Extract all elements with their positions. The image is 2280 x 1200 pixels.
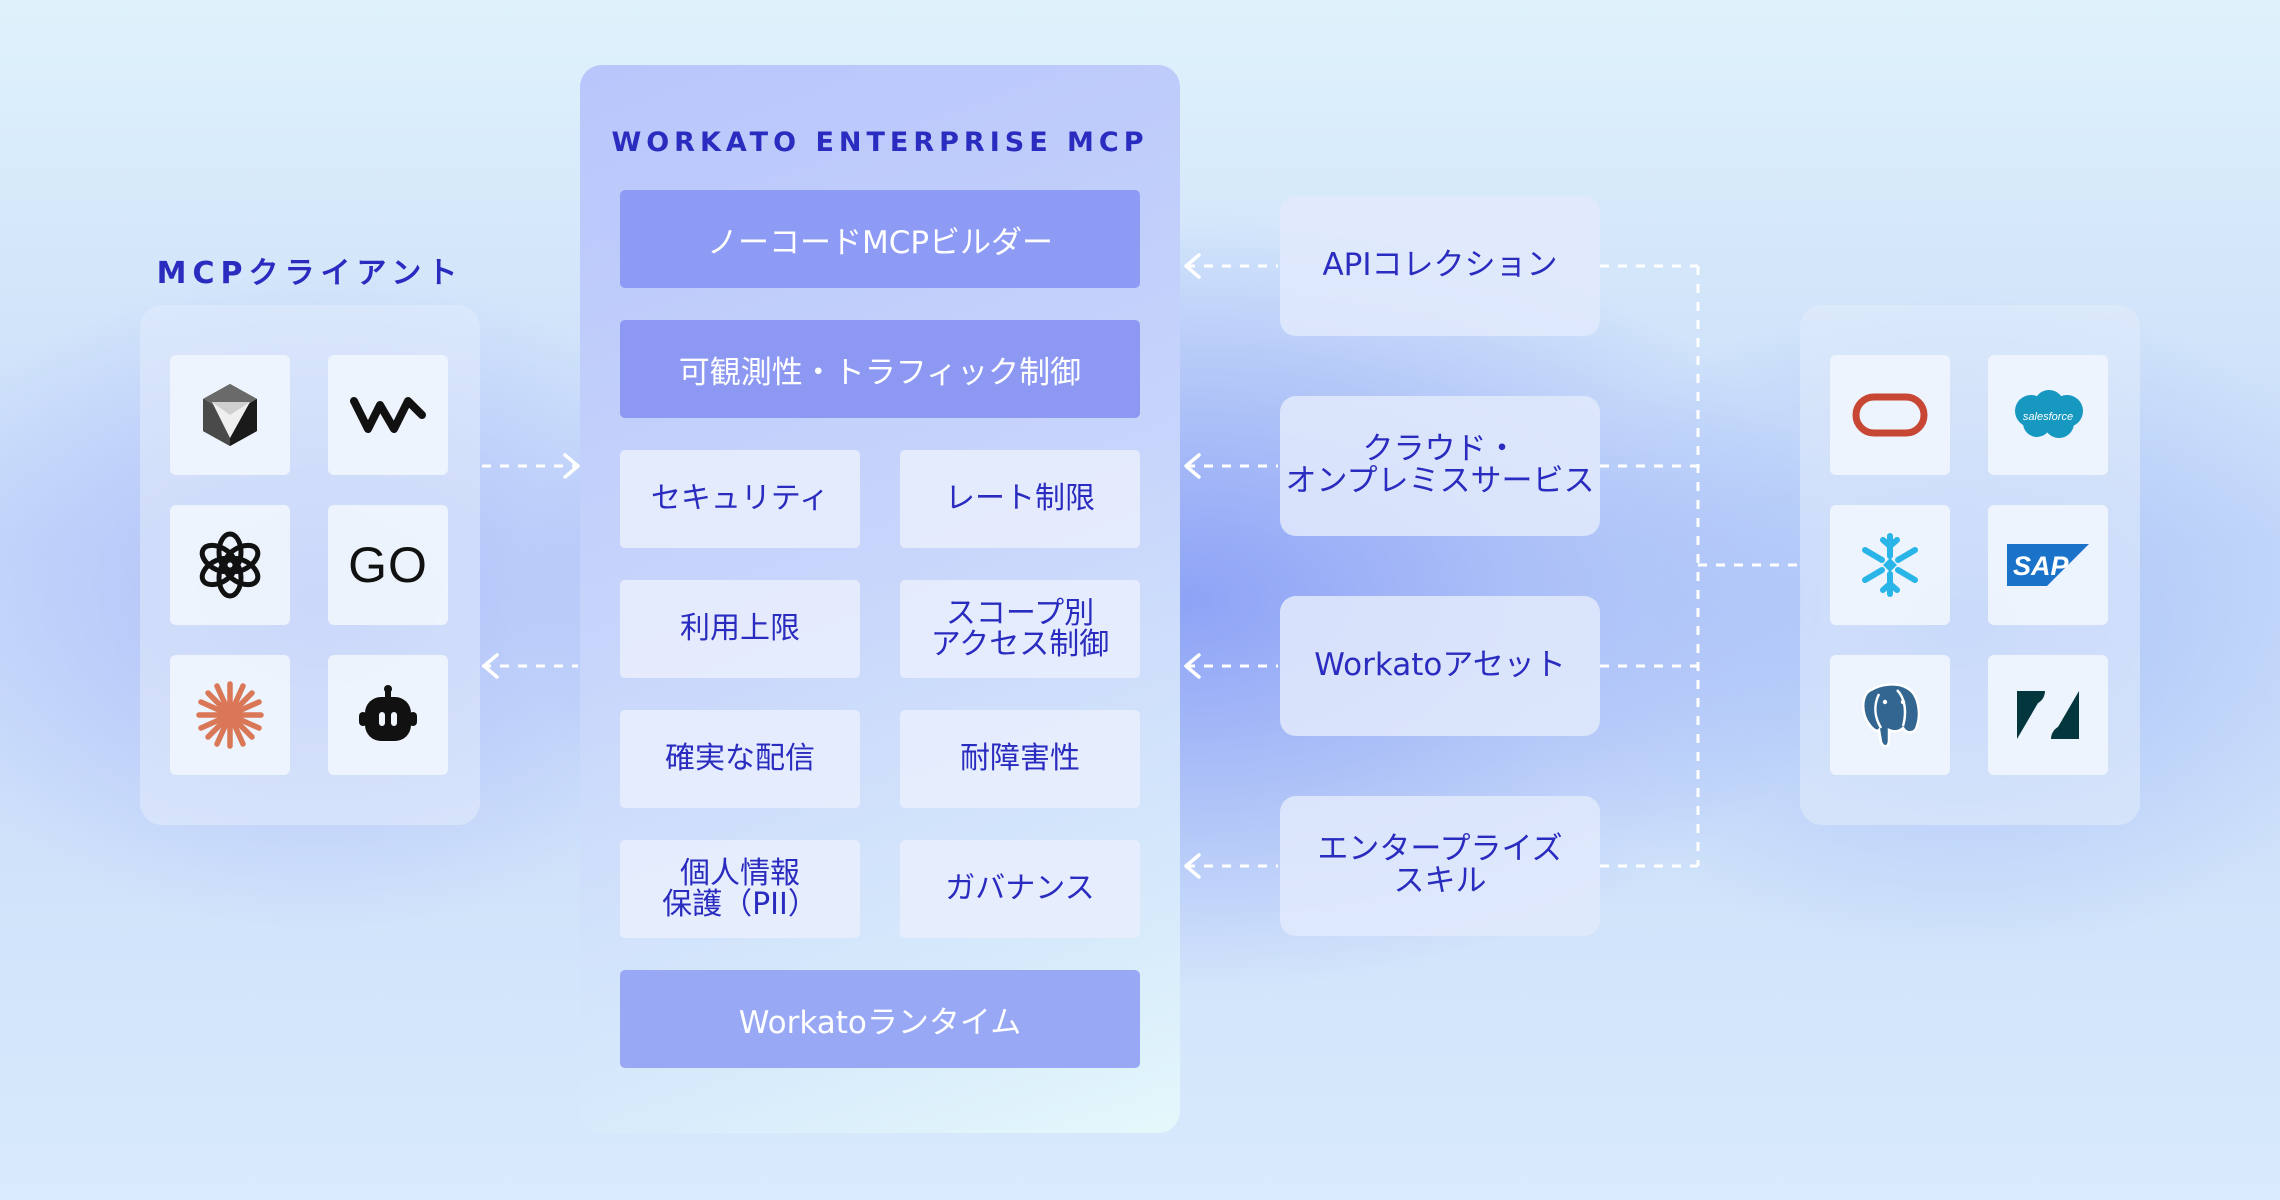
feature-rate-limit: レート制限 <box>900 450 1140 548</box>
salesforce-logo-text: salesforce <box>2023 411 2073 423</box>
app-tile-zendesk <box>1988 655 2108 775</box>
snowflake-logo-icon <box>1862 533 1918 597</box>
builder-box: ノーコードMCPビルダー <box>620 190 1140 288</box>
feature-scoped-access-line1: スコープ別 <box>945 595 1095 631</box>
arrowhead-left <box>482 653 499 679</box>
source-api-collection: APIコレクション <box>1280 196 1600 336</box>
app-tile-salesforce: salesforce <box>1988 355 2108 475</box>
app-tile-sap: SAP <box>1988 505 2108 625</box>
clients-heading: MCPクライアント <box>156 256 464 291</box>
runtime-box: Workatoランタイム <box>620 970 1140 1068</box>
postgresql-logo-icon <box>1862 683 1921 748</box>
bot-logo-icon <box>359 685 417 741</box>
client-tile-openai <box>170 505 290 625</box>
go-logo-icon: GO <box>348 537 428 593</box>
feature-security: セキュリティ <box>620 450 860 548</box>
feature-pii-line1: 個人情報 <box>680 855 800 891</box>
windsurf-logo-icon <box>350 397 426 433</box>
oracle-logo-icon <box>1852 393 1928 437</box>
arrowhead-left <box>1184 853 1201 879</box>
client-tile-bot <box>328 655 448 775</box>
source-enterprise-skills: エンタープライズ スキル <box>1280 796 1600 936</box>
client-tile-cursor <box>170 355 290 475</box>
feature-scoped-access: スコープ別 アクセス制御 <box>900 580 1140 678</box>
source-cloud-onprem: クラウド・ オンプレミスサービス <box>1280 396 1600 536</box>
client-tile-go: GO <box>328 505 448 625</box>
feature-pii-line2: 保護（PII） <box>662 887 818 922</box>
platform-heading: WORKATO ENTERPRISE MCP <box>611 127 1149 158</box>
feature-reliable-delivery: 確実な配信 <box>620 710 860 808</box>
app-tile-postgresql <box>1830 655 1950 775</box>
app-tile-oracle <box>1830 355 1950 475</box>
apps-panel: salesforce SAP <box>1800 305 2140 825</box>
clients-panel: GO <box>140 305 480 825</box>
feature-governance: ガバナンス <box>900 840 1140 938</box>
arrowhead-left <box>1184 253 1201 279</box>
arrowhead-left <box>1184 653 1201 679</box>
feature-usage-limit: 利用上限 <box>620 580 860 678</box>
arrowhead-left <box>1184 453 1201 479</box>
zendesk-logo-icon <box>2017 691 2079 739</box>
client-tile-claude <box>170 655 290 775</box>
cursor-logo-icon <box>203 384 257 446</box>
feature-scoped-access-line2: アクセス制御 <box>930 627 1110 662</box>
client-tile-windsurf <box>328 355 448 475</box>
sap-logo-text: SAP <box>2013 551 2070 581</box>
feature-fault-tolerance: 耐障害性 <box>900 710 1140 808</box>
platform-panel: WORKATO ENTERPRISE MCP ノーコードMCPビルダー 可観測性… <box>580 65 1180 1133</box>
arrowhead-right <box>563 453 580 479</box>
openai-logo-icon <box>199 531 261 599</box>
source-workato-assets: Workatoアセット <box>1280 596 1600 736</box>
feature-pii: 個人情報 保護（PII） <box>620 840 860 938</box>
salesforce-logo-icon: salesforce <box>2015 390 2083 438</box>
claude-logo-icon <box>196 681 264 749</box>
sap-logo-icon: SAP <box>2007 544 2089 586</box>
app-tile-snowflake <box>1830 505 1950 625</box>
observability-box: 可観測性・トラフィック制御 <box>620 320 1140 418</box>
